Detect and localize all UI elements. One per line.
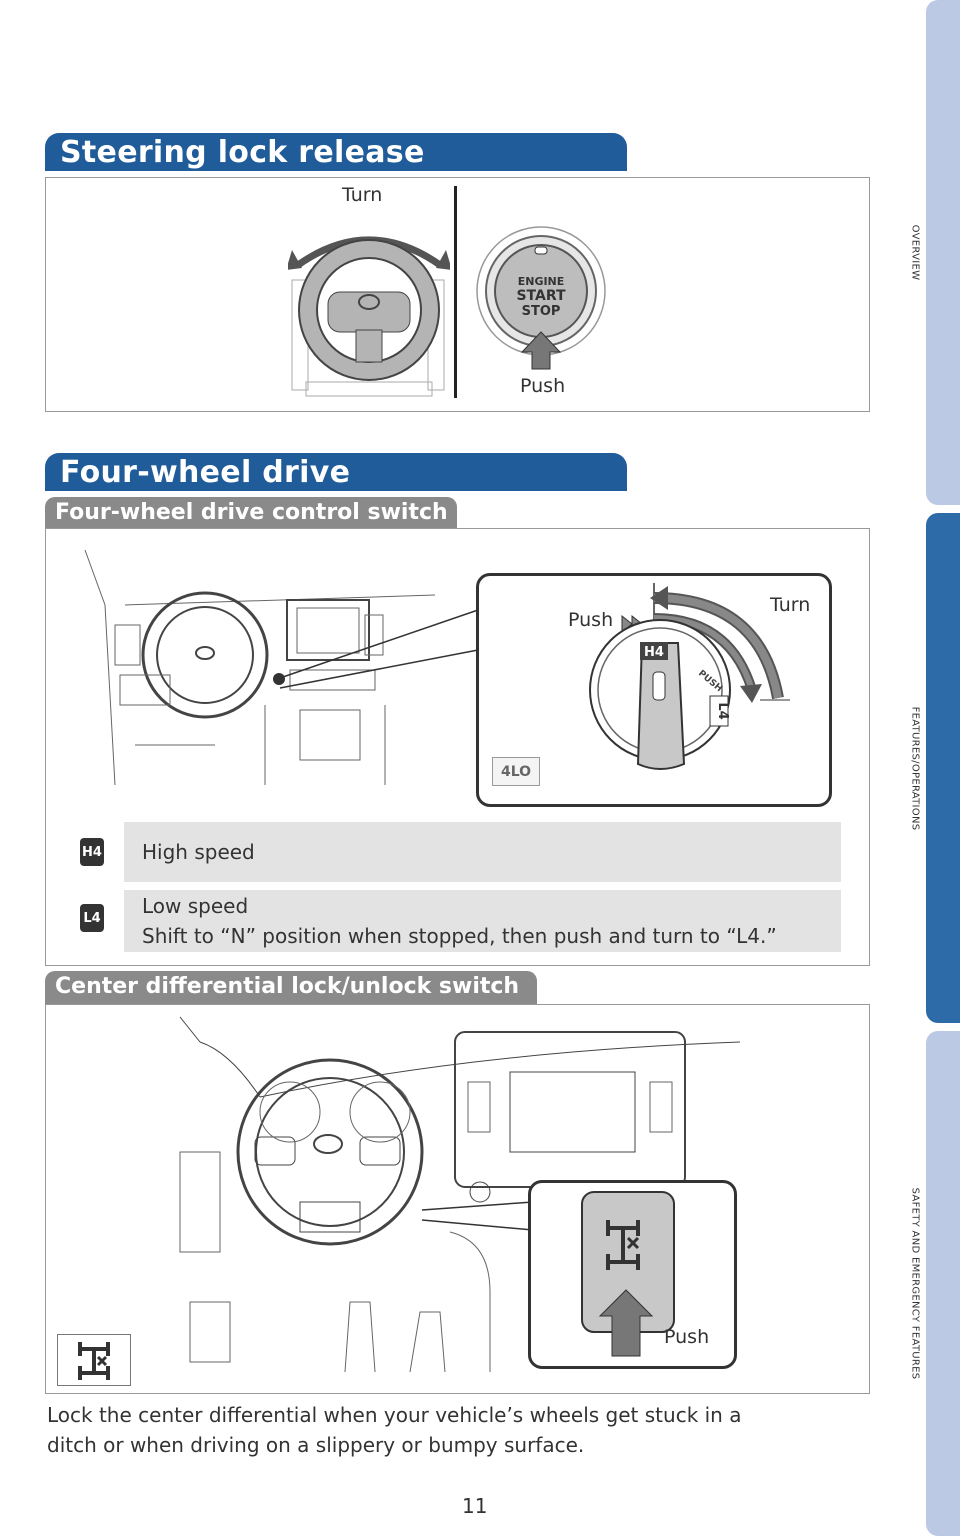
dial-h4-label: H4 (644, 645, 664, 660)
center-diff-description: Lock the center differential when your v… (47, 1400, 741, 1460)
description-line-2: ditch or when driving on a slippery or b… (47, 1433, 585, 1457)
side-label-features: FEATURES/OPERATIONS (909, 706, 921, 830)
page-number: 11 (462, 1494, 488, 1518)
steering-section-header: Steering lock release (45, 133, 627, 171)
steering-push-label: Push (520, 375, 566, 397)
callout-lines (279, 609, 479, 689)
center-diff-dashboard-illustration (179, 1016, 741, 1373)
center-diff-pointer-lines (420, 1490, 421, 1491)
button-text-start: START (516, 288, 566, 304)
fourwd-switch-title: Four-wheel drive control switch (55, 500, 448, 525)
steering-wheel-illustration (288, 236, 450, 397)
mode-row-low (124, 890, 841, 952)
mode-row-high (124, 822, 841, 882)
steering-turn-label: Turn (342, 184, 383, 206)
mode-low-description: Shift to “N” position when stopped, then… (142, 924, 777, 948)
center-diff-leader (421, 1201, 534, 1231)
mode-low-label: Low speed (142, 894, 249, 918)
l4-icon: L4 (80, 904, 104, 932)
fourwd-title: Four-wheel drive (60, 455, 351, 490)
fourwd-push-label: Push (568, 609, 614, 631)
center-diff-callout-lines (420, 1495, 421, 1496)
center-diff-subheader: Center differential lock/unlock switch (45, 971, 537, 1004)
indicator-4lo: 4LO (492, 757, 540, 786)
button-text-engine: ENGINE (518, 275, 565, 288)
center-diff-icon (78, 1342, 110, 1380)
side-tab-overview[interactable] (926, 0, 960, 505)
center-diff-lock-switch[interactable] (578, 1190, 678, 1360)
side-label-safety: SAFETY AND EMERGENCY FEATURES (909, 1187, 921, 1380)
fourwd-dashboard-illustration (84, 549, 436, 786)
fourwd-dial-illustration[interactable]: H4 PUSH L4 (580, 578, 820, 798)
engine-start-stop-button[interactable]: ENGINE START STOP (474, 217, 614, 372)
fourwd-section-header: Four-wheel drive (45, 453, 627, 491)
side-tab-safety[interactable] (926, 1031, 960, 1536)
side-label-overview: OVERVIEW (909, 224, 921, 281)
center-diff-callout-line (420, 1480, 421, 1481)
center-diff-title: Center differential lock/unlock switch (55, 974, 520, 999)
steering-divider (454, 186, 457, 398)
indicator-4lo-text: 4LO (500, 763, 532, 780)
center-diff-push-label: Push (664, 1326, 710, 1348)
side-tab-features-operations[interactable] (926, 513, 960, 1023)
button-text-stop: STOP (522, 304, 561, 319)
dial-l4-label: L4 (715, 702, 730, 719)
center-diff-icon-box (57, 1334, 131, 1386)
mode-high-label: High speed (142, 840, 255, 864)
fourwd-turn-label: Turn (770, 594, 811, 616)
fourwd-switch-subheader: Four-wheel drive control switch (45, 497, 457, 528)
description-line-1: Lock the center differential when your v… (47, 1403, 742, 1427)
steering-title: Steering lock release (60, 135, 425, 170)
steering-figure-frame (45, 177, 870, 412)
h4-icon: H4 (80, 838, 104, 866)
